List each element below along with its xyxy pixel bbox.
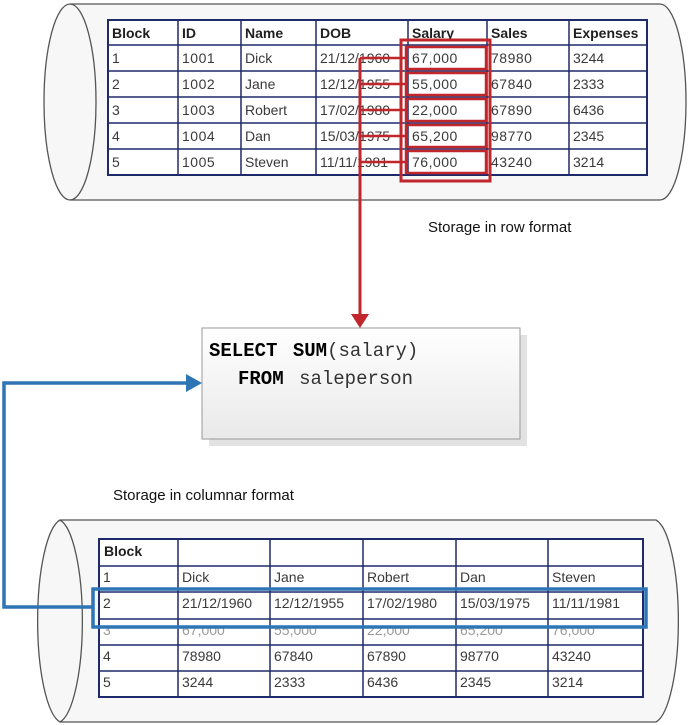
sql-query-box: SELECT SUM(salary) FROM saleperson [201,327,527,446]
columnar-format-row-highlight [2,374,648,629]
columnar-storage-caption: Storage in columnar format [113,487,295,504]
row-table-cell: 2345 [573,128,604,144]
columnar-table-cell: 22,000 [367,622,410,638]
sql-sum-function: SUM [293,340,327,362]
row-table-cell: 12/12/1955 [320,76,390,92]
row-table-cell: Dick [245,50,273,66]
row-table-cell: Jane [245,76,276,92]
row-table-cell: 98770 [491,128,532,144]
row-table-cell: 67890 [491,102,532,118]
sql-from-keyword: FROM [238,368,284,390]
columnar-table-cell: Dan [460,569,486,585]
row-table-cell: 1004 [182,128,215,144]
red-arrow-head [351,314,369,328]
row-table-header-cell: Block [112,25,150,41]
row-table-cell: 1002 [182,76,215,92]
row-table-cell: 11/11/1981 [320,154,388,170]
columnar-table-cell: Robert [367,569,409,585]
row-table-cell: 1005 [182,154,215,170]
columnar-table-cell: 21/12/1960 [182,595,252,611]
row-table-cell: 76,000 [412,154,458,170]
row-table-header-cell: ID [182,25,196,41]
sql-line-2: FROM saleperson [238,368,413,390]
columnar-storage-table: Block 1 Dick Jane Robert Dan Steven 2 21/12/1960… [98,538,644,698]
row-table-cell: 67,000 [412,50,458,66]
row-storage-caption: Storage in row format [428,219,572,236]
row-table-cell: 5 [112,154,120,170]
columnar-table-cell: 55,000 [274,622,317,638]
columnar-table-cell: 2333 [274,674,305,690]
row-format-salary-highlight [351,38,492,328]
columnar-table-cell: 2 [103,595,111,611]
columnar-table-cell: 12/12/1955 [274,595,344,611]
columnar-table-cell: 15/03/1975 [460,595,530,611]
row-table-cell: 3214 [573,154,604,170]
columnar-table-cell: 1 [103,569,111,585]
columnar-table-cell: 17/02/1980 [367,595,437,611]
sql-select-keyword: SELECT [209,340,277,362]
columnar-table-cell: 3214 [552,674,583,690]
row-table-cell: 1003 [182,102,215,118]
row-table-header-cell: Name [245,25,283,41]
columnar-table-cell: 98770 [460,648,499,664]
sql-table-name: saleperson [299,368,413,390]
columnar-table-cell: 3 [103,622,111,638]
row-table-cell: 15/03/1975 [320,128,390,144]
columnar-table-cell: 6436 [367,674,398,690]
row-table-cell: 1001 [182,50,215,66]
columnar-table-cell: 4 [103,648,111,664]
row-table-cell: 22,000 [412,102,458,118]
row-table-cell: 2 [112,76,120,92]
blue-arrow-head [186,374,202,392]
row-table-cell: 2333 [573,76,604,92]
columnar-table-cell: Steven [552,569,596,585]
row-storage-table: Block ID Name DOB Salary Sales Expenses 1 1001 Di… [107,19,648,176]
columnar-table-cell: 2345 [460,674,491,690]
row-table-header-cell: Expenses [573,25,639,41]
columnar-table-cell: Jane [274,569,305,585]
blue-connector-line [2,381,190,609]
columnar-table-cell: 11/11/1981 [552,595,620,611]
row-table-header-cell: Salary [412,25,454,41]
columnar-table-header: Block [104,543,142,559]
columnar-table-cell: 78980 [182,648,221,664]
row-table-cell: 67840 [491,76,532,92]
row-table-cell: 3 [112,102,120,118]
sql-sum-args: (salary) [327,340,418,362]
row-table-cell: 65,200 [412,128,458,144]
row-table-cell: 55,000 [412,76,458,92]
columnar-table-cell: 65,200 [460,622,503,638]
columnar-table-cell: 76,000 [552,622,595,638]
row-table-header-cell: DOB [320,25,351,41]
columnar-table-cell: 67840 [274,648,313,664]
row-table-cell: 6436 [573,102,604,118]
row-table-cell: 17/02/1980 [320,102,390,118]
row-table-cell: 1 [112,50,120,66]
row-table-header-cell: Sales [491,25,528,41]
row-table-cell: 21/12/1960 [320,50,390,66]
row-table-cell: Steven [245,154,289,170]
row-table-cell: 43240 [491,154,532,170]
row-table-cell: 4 [112,128,120,144]
columnar-table-cell: 5 [103,674,111,690]
row-table-cell: 78980 [491,50,532,66]
columnar-table-cell: 67890 [367,648,406,664]
columnar-table-cell: Dick [182,569,210,585]
columnar-table-cell: 67,000 [182,622,225,638]
sql-line-1: SELECT SUM(salary) [209,340,418,362]
columnar-table-cell: 3244 [182,674,213,690]
columnar-table-cell: 43240 [552,648,591,664]
row-table-cell: 3244 [573,50,604,66]
row-table-cell: Dan [245,128,271,144]
row-table-cell: Robert [245,102,287,118]
